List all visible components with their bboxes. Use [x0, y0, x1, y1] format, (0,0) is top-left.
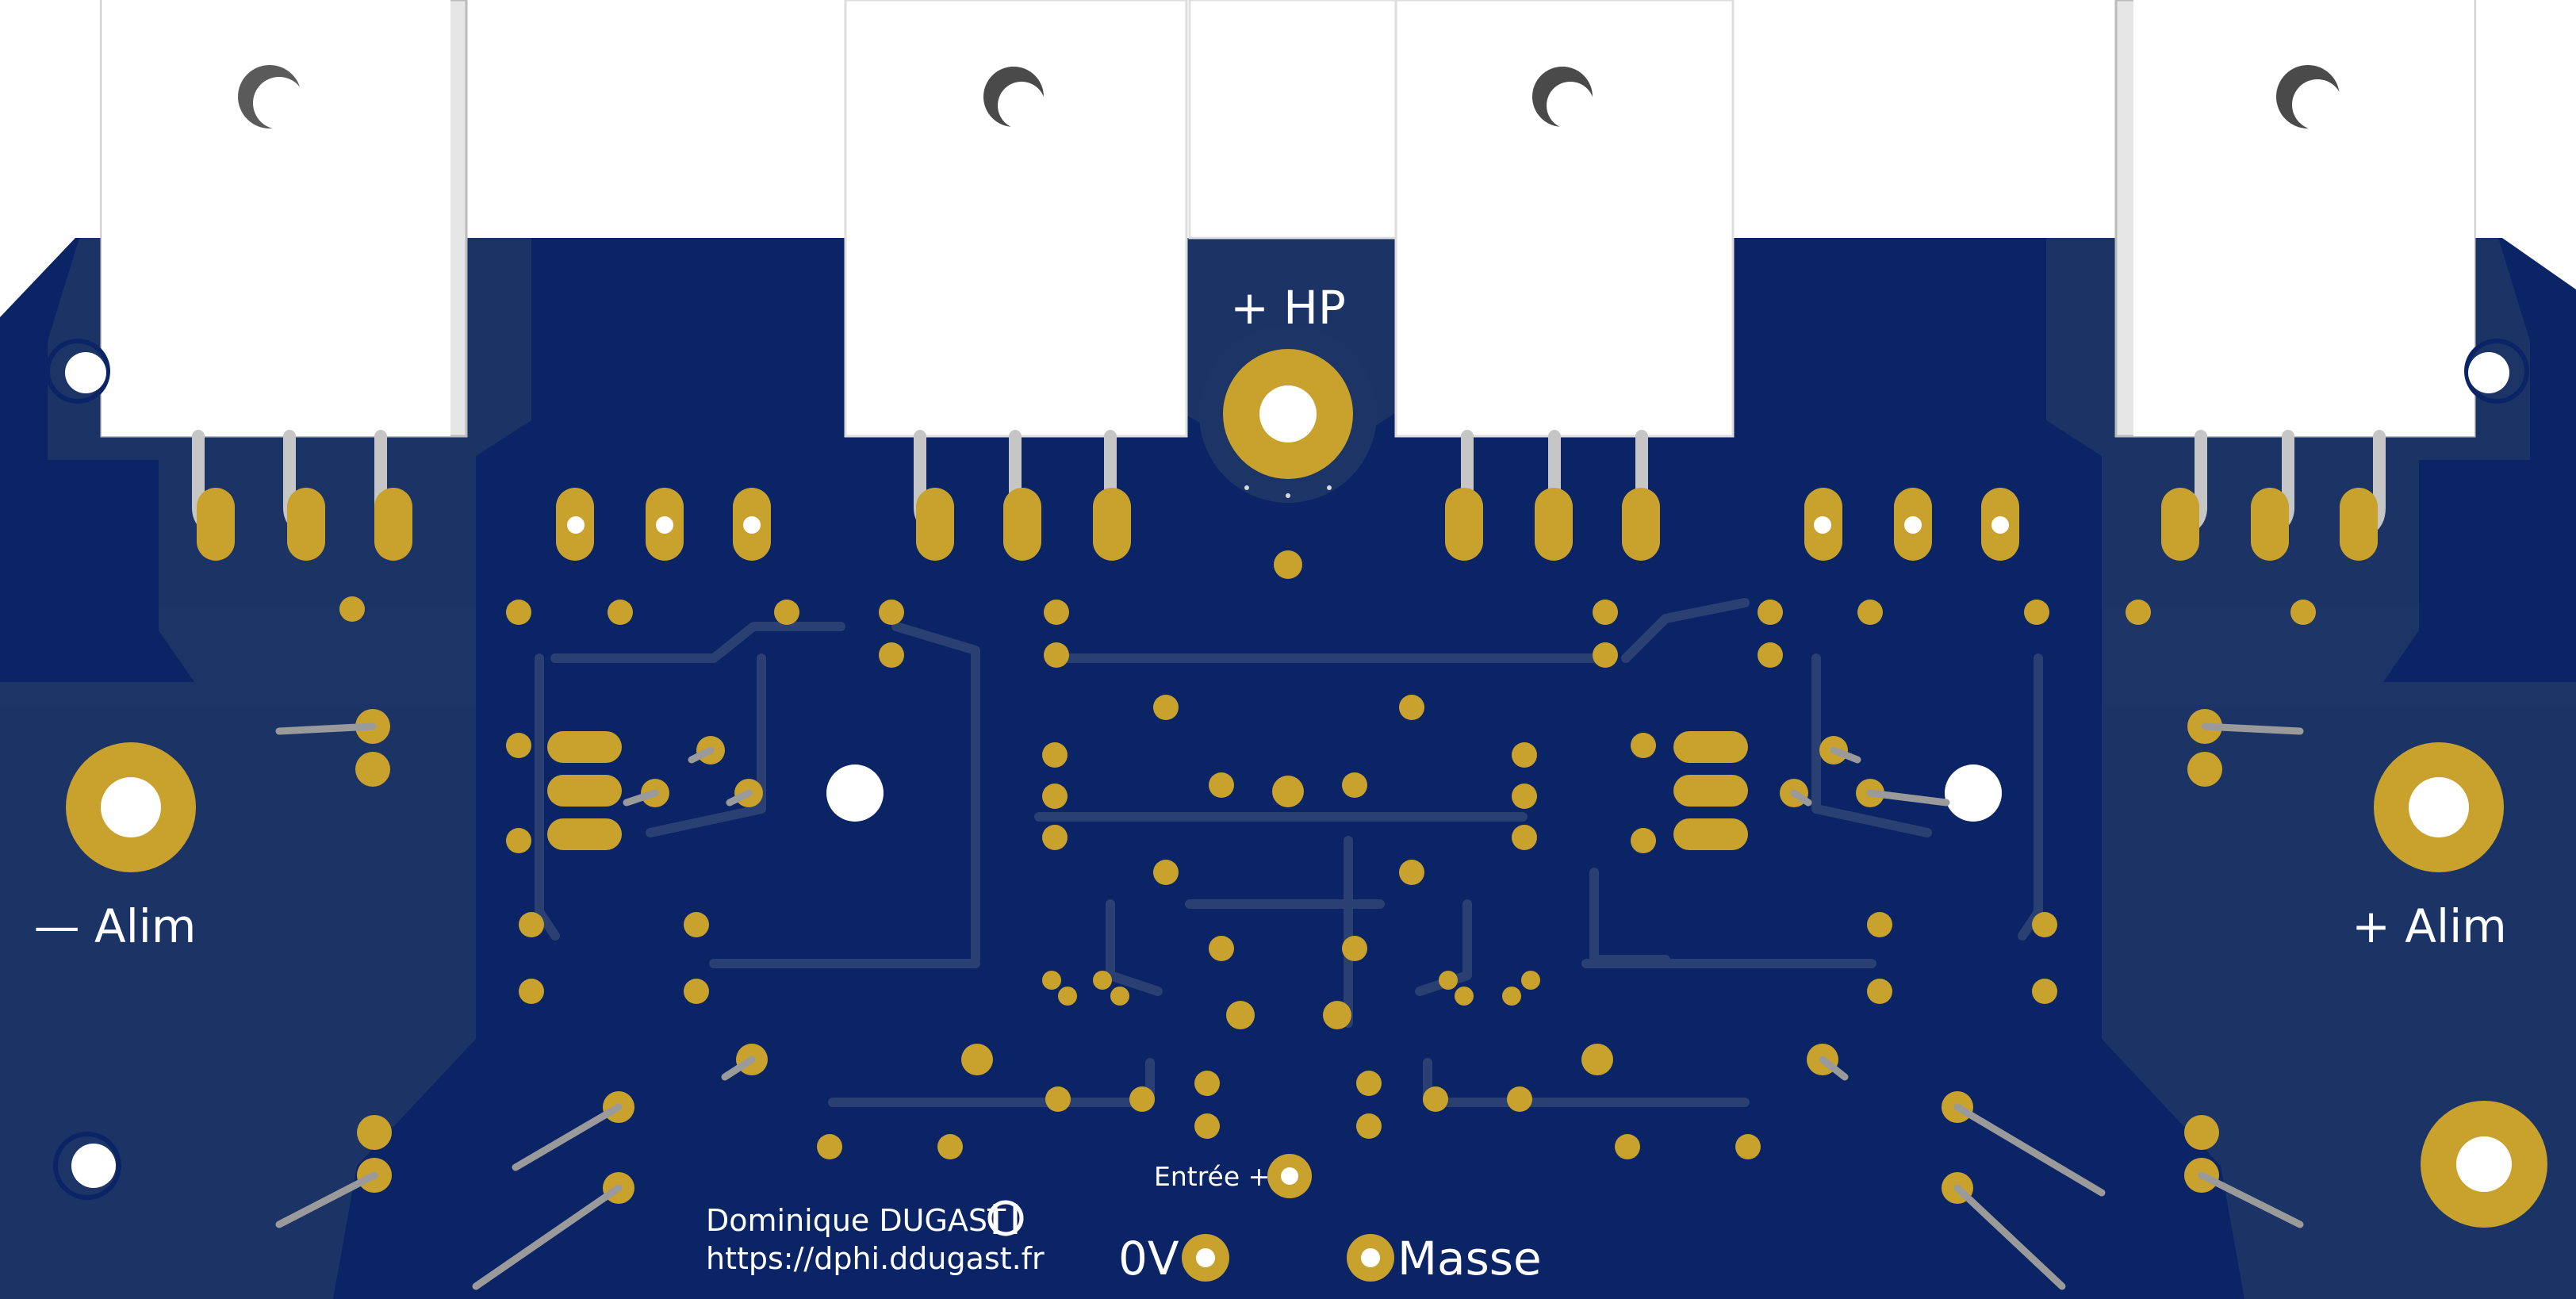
mounting-hole-right-bottom: [2421, 1101, 2547, 1228]
label-author: Dominique DUGAST: [706, 1203, 1006, 1238]
power-transistor-3: [1188, 0, 1735, 438]
mounting-hole-center-right: [1945, 764, 2002, 822]
mounting-hole-left-bottom: [53, 1132, 121, 1200]
label-masse: Masse: [1397, 1232, 1542, 1286]
power-transistor-1: [100, 0, 468, 438]
label-0v: 0V: [1118, 1232, 1179, 1286]
mounting-hole-center-left: [826, 764, 884, 822]
hp-terminal-dots: [1244, 485, 1332, 498]
author-logo-icon: [987, 1200, 1024, 1236]
component-wires: [275, 722, 2304, 1290]
power-transistor-4: [2114, 0, 2476, 438]
label-entree: Entrée +: [1154, 1161, 1270, 1192]
lead-pad-holes: [567, 516, 2009, 534]
label-alim-plus: + Alim: [2352, 899, 2506, 953]
label-hp: + HP: [1230, 281, 1346, 335]
terminal-holes: [1196, 1167, 1380, 1267]
mounting-hole-right-top: [2464, 339, 2529, 404]
terminal-alim-plus: [2374, 742, 2504, 872]
label-website: https://dphi.ddugast.fr: [706, 1241, 1045, 1276]
terminal-alim-minus: [66, 742, 196, 872]
terminal-hp-plus: [1199, 325, 1377, 503]
power-transistor-2: [844, 0, 1188, 438]
pcb-board-outline: [0, 238, 2576, 1299]
mounting-hole-left-top: [45, 339, 110, 404]
signal-pads: [339, 550, 2316, 1282]
label-alim-minus: — Alim: [34, 899, 197, 953]
